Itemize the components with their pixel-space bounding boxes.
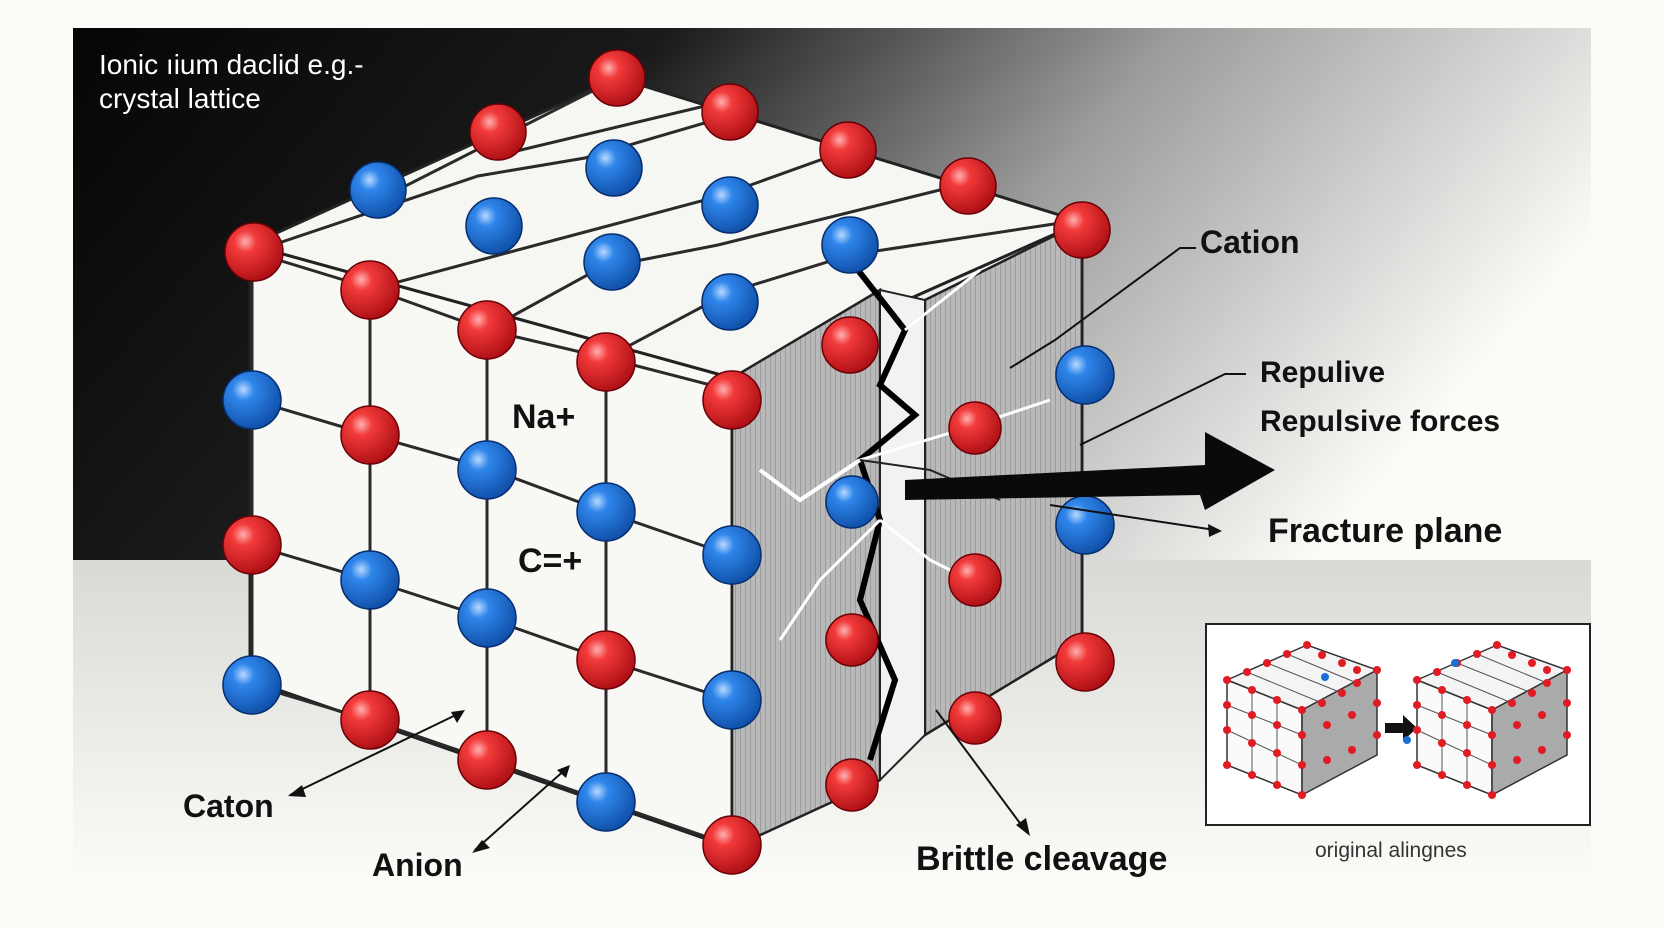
cation-atom	[588, 49, 646, 107]
cation-atom	[1055, 632, 1115, 692]
anion-atom	[222, 370, 282, 430]
cation-atom	[819, 121, 877, 179]
right-arrow-icon	[905, 432, 1275, 510]
leader-lines	[288, 247, 1246, 853]
anion-label: Anion	[372, 847, 463, 883]
fracture-plane-label: Fracture plane	[1268, 512, 1503, 550]
diagram-title-line2: crystal lattice	[99, 82, 261, 114]
cation-atom	[222, 515, 282, 575]
cation-atom	[825, 613, 879, 667]
cation-atom	[702, 815, 762, 875]
inset-transition-arrow	[1385, 715, 1417, 741]
cation-label-right: Cation	[1200, 224, 1300, 260]
cation-atom	[821, 316, 879, 374]
anion-atom	[1055, 345, 1115, 405]
cation-atom	[469, 103, 527, 161]
anion-atom	[576, 772, 636, 832]
cation-atom	[948, 401, 1002, 455]
anion-atom	[701, 176, 759, 234]
anion-atom	[576, 482, 636, 542]
cation-atom	[702, 370, 762, 430]
cation-atom	[224, 222, 284, 282]
anion-atom	[821, 216, 879, 274]
anion-atom	[349, 161, 407, 219]
atoms	[222, 49, 1115, 875]
inset-cube-original	[1223, 641, 1381, 799]
cation-atom	[1053, 201, 1111, 259]
cation-atom	[340, 690, 400, 750]
inset-cube-shifted	[1403, 641, 1571, 799]
anion-atom	[222, 655, 282, 715]
anion-atom	[1055, 495, 1115, 555]
anion-atom	[457, 588, 517, 648]
repulsive-forces-label: Repulsive forces	[1260, 405, 1501, 438]
anion-atom	[340, 550, 400, 610]
cation-atom	[340, 260, 400, 320]
cation-atom	[340, 405, 400, 465]
anion-atom	[457, 440, 517, 500]
cation-atom	[576, 630, 636, 690]
anion-atom	[702, 525, 762, 585]
inset-caption: original alingnes	[1315, 839, 1467, 862]
anion-atom	[825, 475, 879, 529]
anion-atom	[702, 670, 762, 730]
cation-atom	[948, 691, 1002, 745]
anion-atom	[465, 197, 523, 255]
c-plus-label: C=+	[518, 542, 583, 580]
diagram-title-line1: Ionic ıium daclid e.g.-	[99, 49, 364, 80]
cation-atom	[939, 157, 997, 215]
cation-atom	[457, 300, 517, 360]
caton-label-left: Caton	[183, 788, 274, 824]
cation-atom	[576, 332, 636, 392]
cation-atom	[825, 758, 879, 812]
anion-atom	[701, 273, 759, 331]
inset-alignment-panel	[1205, 623, 1591, 826]
repulive-label: Repulive	[1260, 356, 1386, 389]
cation-atom	[948, 553, 1002, 607]
anion-atom	[585, 139, 643, 197]
na-plus-label: Na+	[512, 398, 576, 436]
inset-lattice-comparison	[1223, 641, 1571, 799]
brittle-cleavage-label: Brittle cleavage	[916, 840, 1168, 878]
cation-atom	[457, 730, 517, 790]
cation-atom	[701, 83, 759, 141]
anion-atom	[583, 233, 641, 291]
